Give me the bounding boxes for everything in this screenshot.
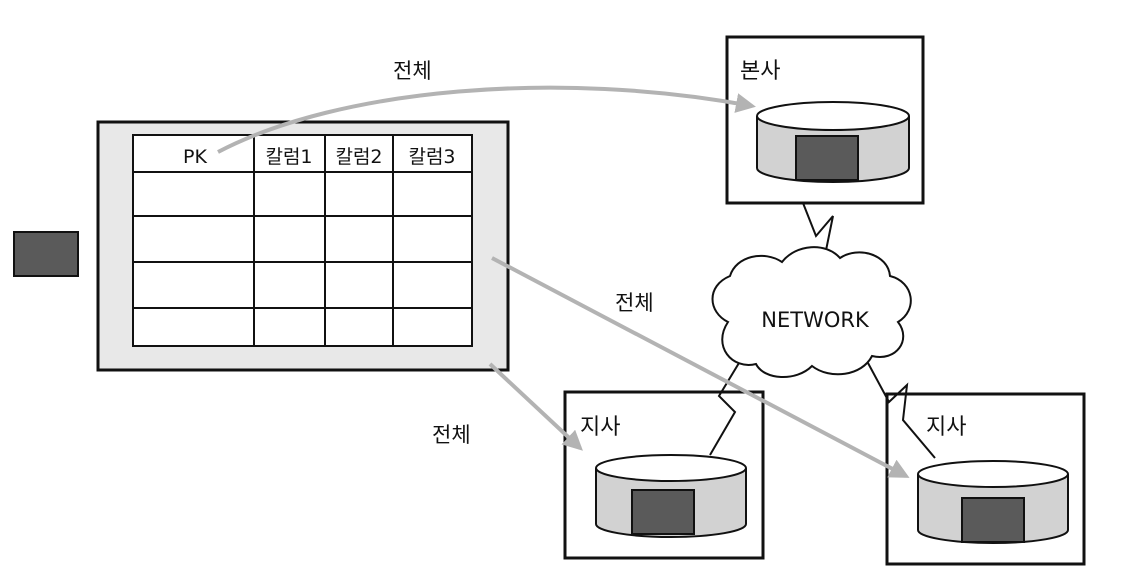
- arrow-to-branch2: [491, 256, 910, 478]
- hq-label: 본사: [740, 59, 780, 84]
- header-column2: 칼럼2: [335, 146, 382, 168]
- branch-site-1: 지사: [563, 390, 765, 560]
- header-column1: 칼럼1: [265, 146, 312, 168]
- data-block: [13, 231, 79, 277]
- hq-site: 본사: [725, 35, 925, 205]
- arrow-to-hq: [217, 85, 756, 154]
- network-cloud: NETWORK: [711, 246, 912, 379]
- arrow-to-branch1: [488, 362, 583, 451]
- header-column3: 칼럼3: [408, 146, 455, 168]
- hq-database-cylinder: [756, 101, 910, 183]
- arrow-label-to-branch1: 전체: [432, 423, 471, 447]
- hq-network-link: [802, 202, 834, 271]
- arrow-label-to-hq: 전체: [393, 59, 432, 83]
- replication-arrows: [217, 85, 910, 478]
- branch2-database-cylinder: [917, 460, 1069, 544]
- network-label: NETWORK: [761, 308, 870, 332]
- arrow-label-to-branch2: 전체: [615, 291, 654, 315]
- branch1-database-cylinder: [595, 454, 747, 538]
- branch1-label: 지사: [580, 415, 620, 440]
- network-links: [709, 202, 936, 459]
- branch-site-2: 지사: [885, 392, 1086, 566]
- header-pk: PK: [183, 146, 207, 168]
- table-panel: PK 칼럼1 칼럼2 칼럼3: [96, 120, 510, 372]
- branch2-network-link: [867, 362, 936, 459]
- branch2-label: 지사: [926, 415, 966, 440]
- branch1-network-link: [709, 357, 743, 456]
